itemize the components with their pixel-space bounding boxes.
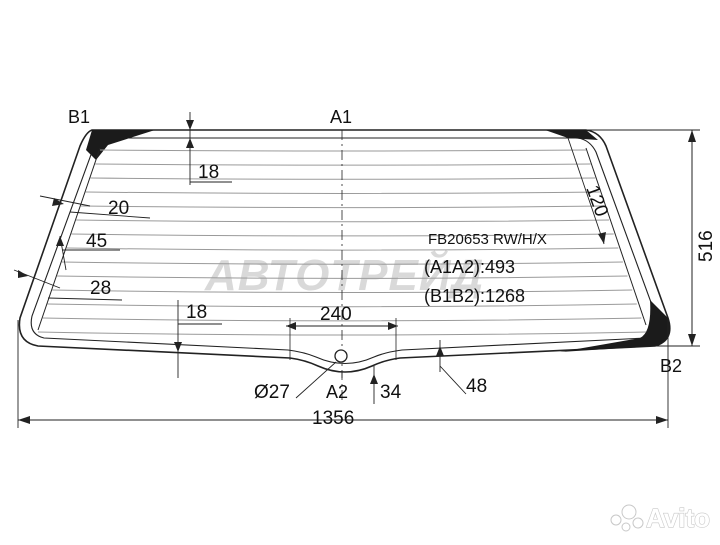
dim-516-text: 516 <box>696 230 717 262</box>
bus-bar-right <box>585 147 647 326</box>
dim-28-leader-2 <box>47 297 123 301</box>
dim-34-text: 34 <box>380 382 402 403</box>
dim-1356-text: 1356 <box>312 408 354 429</box>
dim-20-text: 20 <box>108 198 129 219</box>
heater-line <box>47 303 637 308</box>
dim-516-arrow-top <box>688 130 696 142</box>
dim-18-bottom-text: 18 <box>186 302 207 323</box>
dim-27-text: Ø27 <box>254 382 290 403</box>
label-b1: B1 <box>68 107 90 127</box>
wiper-hole <box>334 349 348 363</box>
dim-516-arrow-bottom <box>688 334 696 346</box>
dim-1356-arrow-left <box>18 416 30 424</box>
dim-18-bottom-arrow <box>174 342 182 352</box>
part-number-text: FB20653 RW/H/X <box>428 231 547 248</box>
watermark-text: АВТОТРЕЙД <box>204 249 484 300</box>
dim-28-text: 28 <box>90 278 111 299</box>
heater-line <box>66 247 619 251</box>
dim-48-leader <box>439 365 467 395</box>
dim-18-top-arrow-2 <box>186 138 194 148</box>
dim-240-arrow-left <box>286 322 296 330</box>
black-band-top-right <box>545 130 598 140</box>
dim-20-arrow <box>52 198 64 206</box>
label-a1: A1 <box>330 107 352 127</box>
dim-34-arrow <box>370 374 378 384</box>
heater-line <box>42 317 642 322</box>
dim-20-leader <box>39 195 91 207</box>
dim-1356-arrow-right <box>656 416 668 424</box>
dim-45-text: 45 <box>86 231 107 252</box>
dim-120-leader <box>567 137 605 245</box>
heater-line <box>85 191 600 194</box>
dim-48-arrow-top <box>436 346 444 356</box>
b1b2-text: (B1B2):1268 <box>424 286 525 306</box>
dim-18-top-text: 18 <box>198 162 219 183</box>
dim-45-arrow <box>56 236 64 246</box>
heater-line <box>99 149 587 152</box>
dim-240-arrow-right <box>388 322 398 330</box>
dim-120-arrow <box>598 232 606 244</box>
label-a2: A2 <box>326 382 348 402</box>
black-band-bottom-right <box>560 300 670 352</box>
a1a2-text: (A1A2):493 <box>424 257 515 277</box>
avito-logo: Avito <box>610 502 711 534</box>
label-b2: B2 <box>660 356 682 376</box>
black-band-top-left <box>86 130 155 160</box>
heater-grid <box>37 149 647 336</box>
dim-48-text: 48 <box>466 376 487 397</box>
dim-28-arrow <box>18 270 28 278</box>
heater-line <box>71 233 614 237</box>
dim-240-text: 240 <box>320 304 352 325</box>
bus-bar-left <box>37 147 101 331</box>
dim-120-text: 120 <box>581 183 612 220</box>
heater-line <box>95 163 591 166</box>
avito-text: Avito <box>646 503 710 533</box>
heater-line <box>80 205 605 209</box>
dim-20-leader-2 <box>69 211 151 219</box>
dim-27-leader <box>295 361 337 399</box>
dim-18-top-arrow <box>186 120 194 130</box>
heater-line <box>90 177 596 180</box>
heater-line <box>76 219 610 223</box>
